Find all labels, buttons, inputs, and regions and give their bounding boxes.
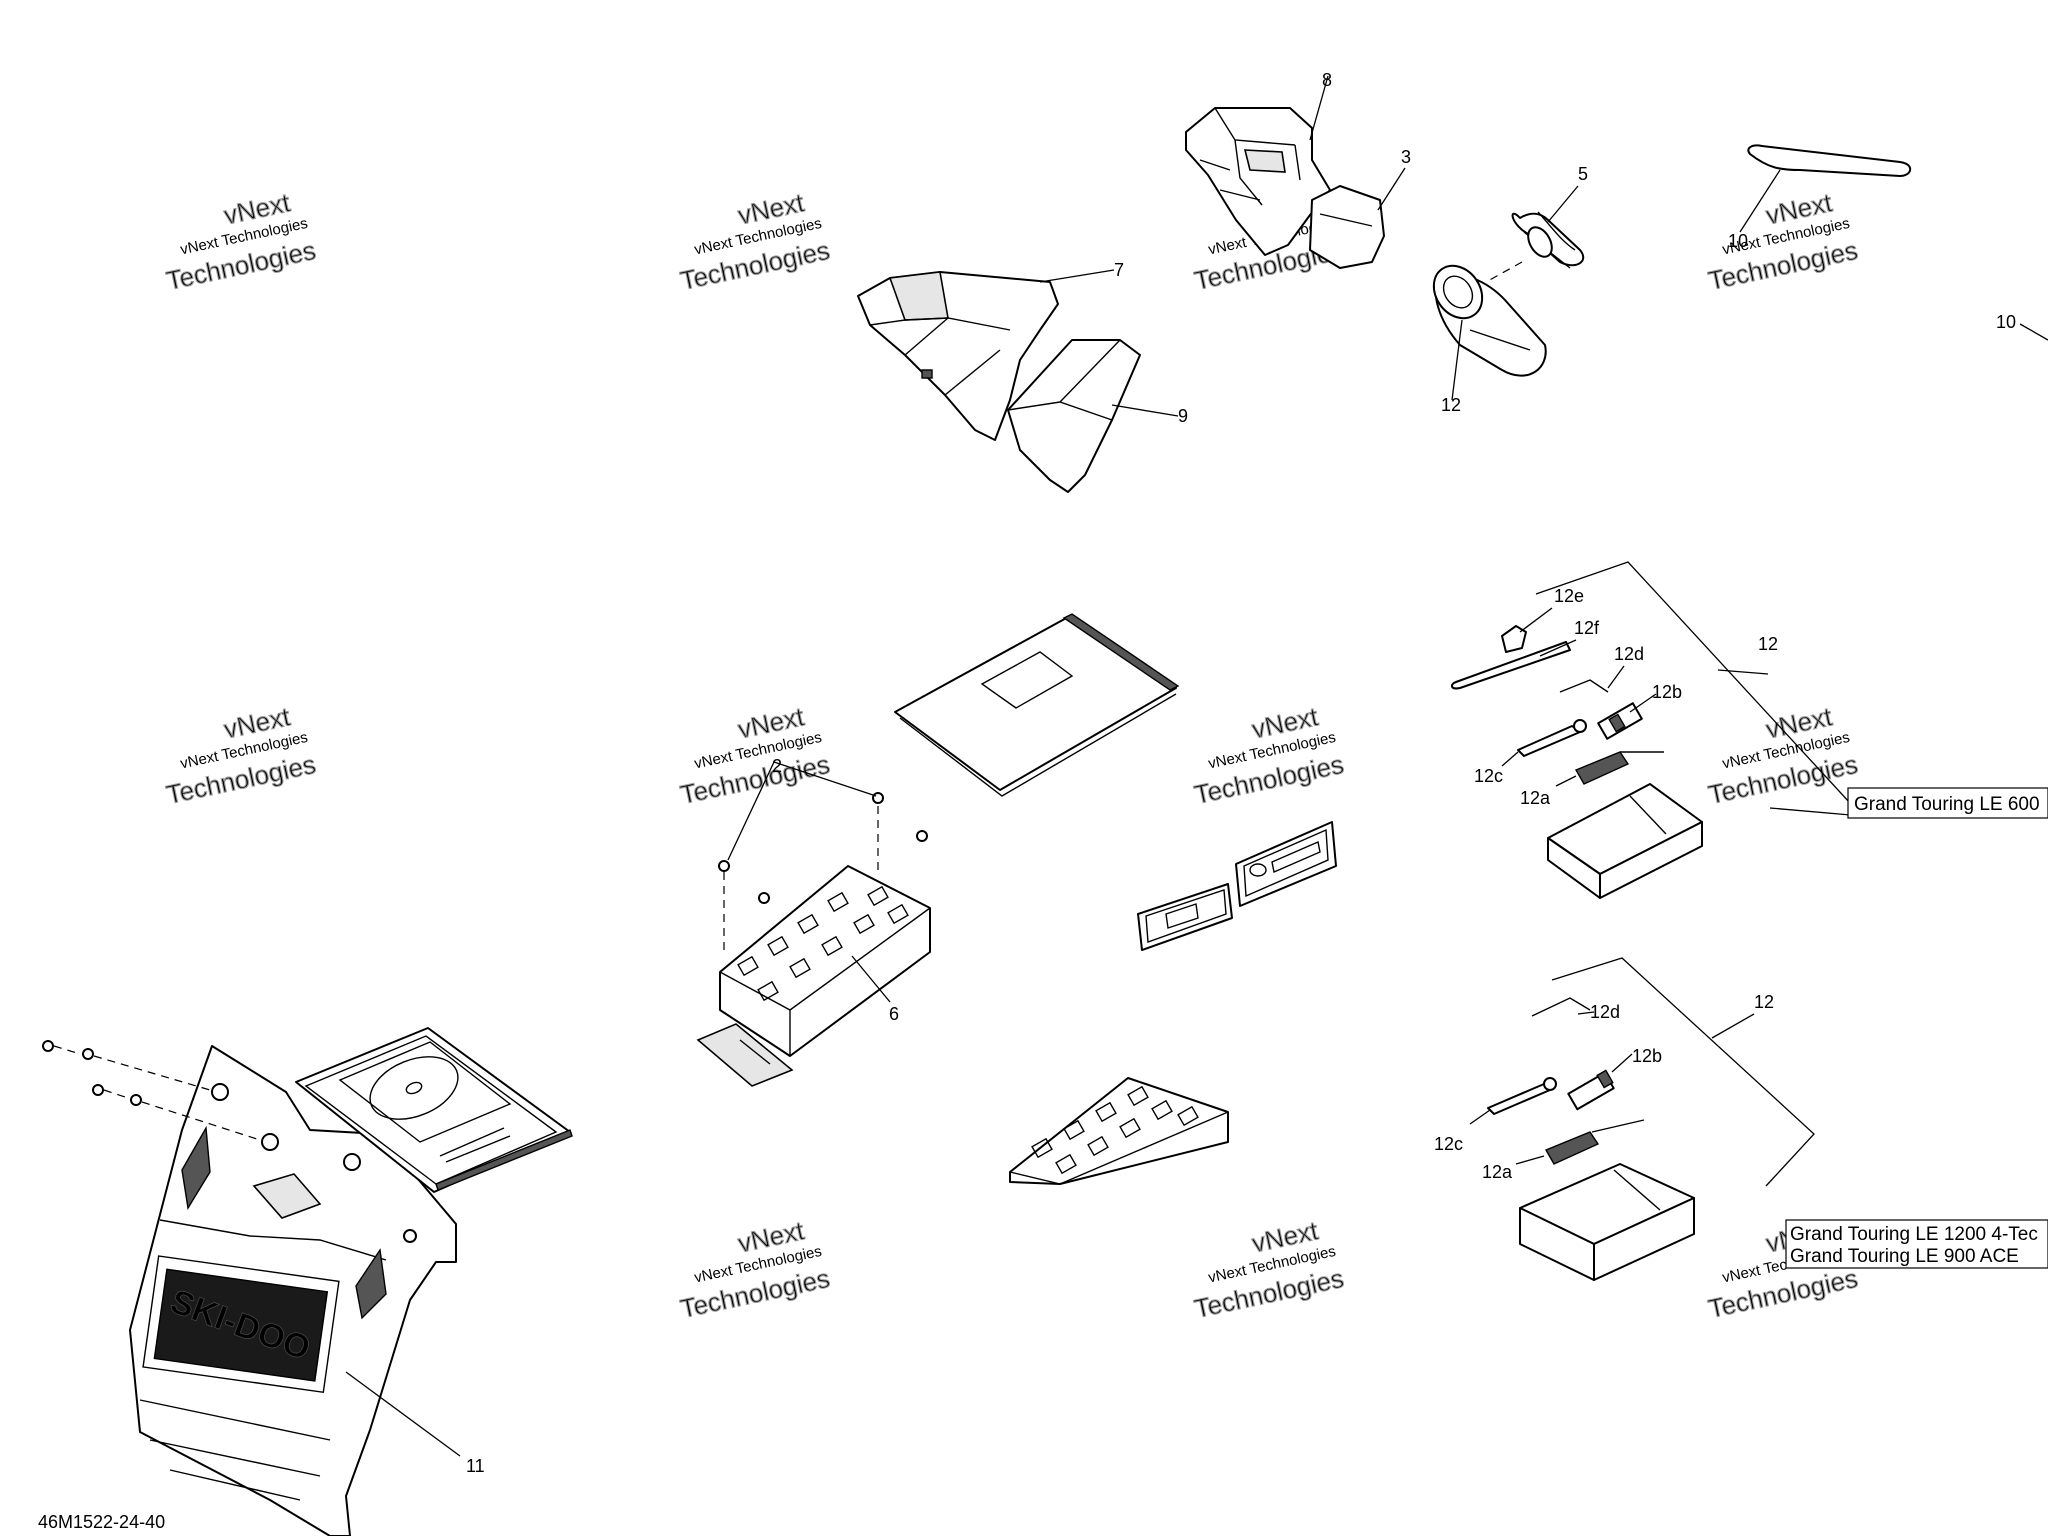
callout-10: 10 xyxy=(1728,231,1748,251)
kit1-leader-12 xyxy=(1717,669,1769,675)
footrest-plate-part-6 xyxy=(719,865,931,1057)
kit1-model-text: Grand Touring LE 600 xyxy=(1854,794,2040,815)
kit1-hex-key-12d xyxy=(1559,665,1625,693)
screw-part-2 xyxy=(718,792,928,904)
callout-6: 6 xyxy=(889,1004,899,1024)
dashed-link-2-6 xyxy=(723,806,879,952)
callout-11: 11 xyxy=(466,1456,485,1476)
diagram-code: 46M1522-24-40 xyxy=(38,1512,165,1532)
decal-plates xyxy=(1137,821,1337,951)
kit1-callout-12a: 12a xyxy=(1520,788,1551,808)
kit2-model-text-1: Grand Touring LE 1200 4-Tec xyxy=(1790,1224,2038,1245)
leader-11 xyxy=(345,1371,461,1457)
kit2-callout-12c: 12c xyxy=(1434,1134,1463,1154)
callout-3: 3 xyxy=(1401,147,1411,167)
kit1-bracket xyxy=(1535,561,1864,817)
kit2-callout-12a: 12a xyxy=(1482,1162,1513,1182)
kit2-screwdriver-12a xyxy=(1515,1119,1645,1165)
windshield-pouch xyxy=(295,1027,573,1193)
callout-5: 5 xyxy=(1578,164,1588,184)
kit1-callout-12: 12 xyxy=(1758,634,1778,654)
strap-part-10 xyxy=(1747,144,1912,177)
tool-pouch-part-12 xyxy=(1432,264,1547,377)
kit1-clip-12e xyxy=(1501,607,1553,653)
kit2-leader-12 xyxy=(1711,1013,1755,1039)
leader-10 xyxy=(1739,169,1781,233)
kit1-callout-12c: 12c xyxy=(1474,766,1503,786)
callout-2: 2 xyxy=(772,756,782,776)
front-fascia-part-11: SKI-DOO xyxy=(42,1040,457,1536)
storage-bin-part-8 xyxy=(1185,107,1331,256)
leader-6 xyxy=(851,955,891,1003)
kit1-strap-12f xyxy=(1450,639,1577,690)
leader-7 xyxy=(1039,269,1115,283)
saddlebag-part-7 xyxy=(857,271,1059,441)
callout-12-top: 12 xyxy=(1441,395,1461,415)
kit2-wrench-12c xyxy=(1469,1077,1557,1125)
leader-8 xyxy=(1309,75,1329,141)
kit1-box xyxy=(1547,783,1703,899)
kit2-box xyxy=(1519,1163,1695,1281)
callout-10-edge: 10 xyxy=(1996,312,2016,332)
leader-10-edge xyxy=(2019,323,2048,341)
kit1-screwdriver-12a xyxy=(1555,751,1664,787)
leader-2 xyxy=(727,761,877,861)
leader-3 xyxy=(1377,167,1406,211)
leader-12-top xyxy=(1451,319,1463,401)
kit1-callout-12e: 12e xyxy=(1554,586,1584,606)
tool-kit-2: 12d 12b 12c 12a 12 Grand Touring LE 1200… xyxy=(1434,957,2048,1281)
callout-8: 8 xyxy=(1322,70,1332,90)
owners-manual xyxy=(894,613,1180,797)
dashed-link-5-12 xyxy=(1485,261,1523,283)
kit1-wrench-12c xyxy=(1501,719,1587,767)
bracket-part-3 xyxy=(1309,185,1385,269)
callout-9: 9 xyxy=(1178,406,1188,426)
kit2-callout-12: 12 xyxy=(1754,992,1774,1012)
kit2-spark-plug-12b xyxy=(1567,1053,1633,1111)
leader-5 xyxy=(1547,185,1579,223)
tool-kit-1: 12e 12f 12d 12b 12c 12a 12 Grand Touring… xyxy=(1450,561,2048,899)
decal-sheet xyxy=(696,1023,794,1087)
kit2-hex-key-12d xyxy=(1531,997,1595,1017)
kit1-callout-12b: 12b xyxy=(1652,682,1682,702)
kit2-callout-12d: 12d xyxy=(1590,1002,1620,1022)
bag-cover-part-9 xyxy=(1007,339,1141,493)
kit1-model-label: Grand Touring LE 600 xyxy=(1847,787,2048,819)
clip-part-5 xyxy=(1511,211,1585,269)
kit1-callout-12d: 12d xyxy=(1614,644,1644,664)
leader-9 xyxy=(1111,404,1179,417)
kit2-model-text-2: Grand Touring LE 900 ACE xyxy=(1790,1246,2019,1267)
kit1-callout-12f: 12f xyxy=(1574,618,1600,638)
kit2-callout-12b: 12b xyxy=(1632,1046,1662,1066)
footrest-plate-alt xyxy=(1009,1077,1229,1185)
kit2-bracket xyxy=(1551,957,1815,1187)
kit1-spark-plug-12b xyxy=(1597,693,1657,740)
kit2-model-label: Grand Touring LE 1200 4-Tec Grand Tourin… xyxy=(1785,1219,2048,1269)
callout-7: 7 xyxy=(1114,260,1124,280)
